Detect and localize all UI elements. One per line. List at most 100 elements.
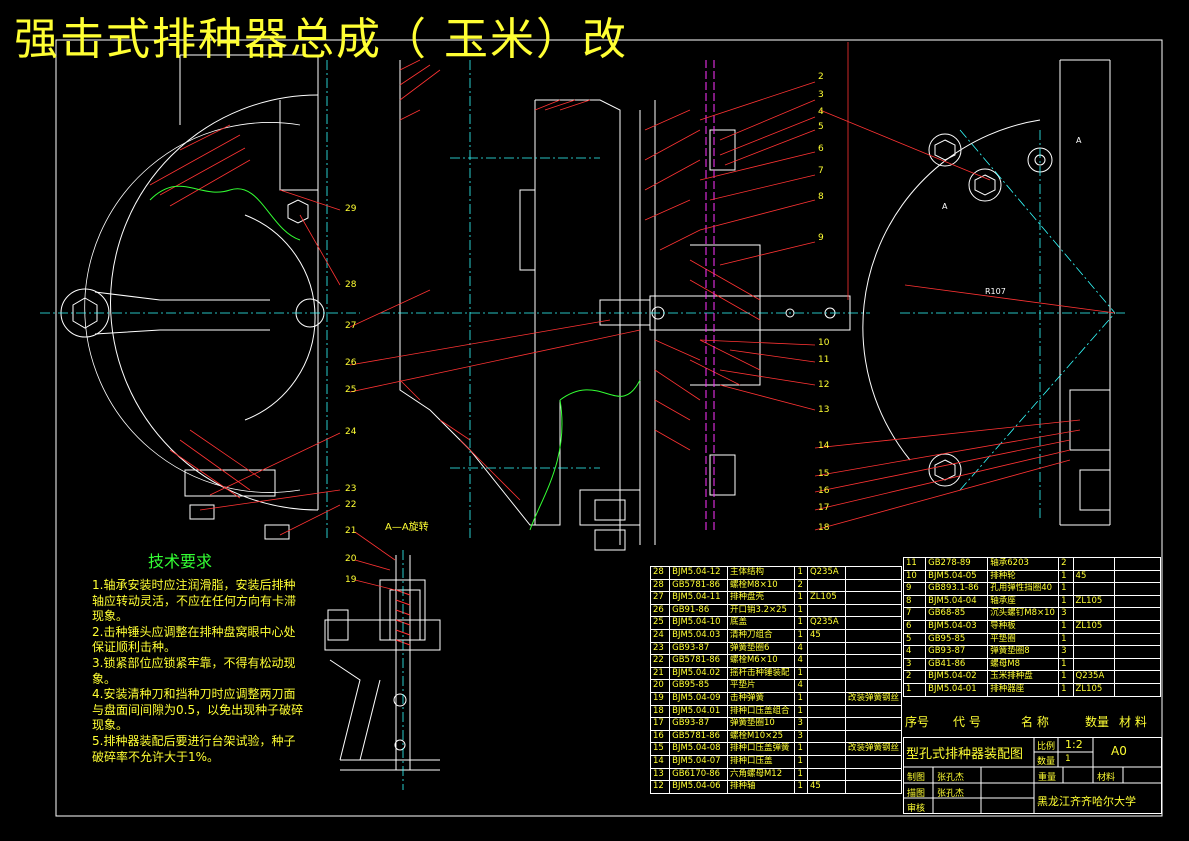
section-aa-label: A—A旋转 — [385, 522, 429, 533]
bom-cell: 3 — [1058, 607, 1074, 621]
bom-cell: BJM5.04-08 — [669, 742, 728, 756]
bom-cell: GB93-87 — [669, 641, 728, 656]
scale-value: 1:2 — [1065, 738, 1083, 751]
bom-cell — [806, 666, 846, 681]
bom-cell: BJM5.04-07 — [669, 754, 728, 769]
bom-cell — [844, 578, 903, 593]
bom-cell: BJM5.04-05 — [925, 569, 989, 584]
bom-cell — [1114, 632, 1161, 647]
bom-cell — [844, 717, 903, 731]
bom-cell: 12 — [649, 780, 671, 794]
bom-cell: ZL105 — [1072, 594, 1116, 609]
callout-26: 26 — [345, 358, 357, 368]
bom-cell — [844, 729, 903, 744]
review-label: 审核 — [907, 804, 926, 814]
bom-cell — [806, 729, 846, 744]
callout-11: 11 — [818, 355, 830, 365]
right-view — [862, 59, 1111, 526]
bom-cell: 1 — [794, 603, 808, 618]
center-view — [399, 60, 851, 551]
count-label: 数量 — [1037, 757, 1056, 767]
callout-10: 10 — [818, 338, 830, 348]
bom-cell — [1114, 657, 1161, 672]
bom-cell: GB41-86 — [925, 657, 989, 672]
bom-cell: 3 — [1058, 645, 1074, 659]
bom-cell: BJM5.04-06 — [669, 780, 728, 794]
bom-cell: 14 — [649, 754, 671, 769]
bom-cell: 排种口压盖弹簧 — [726, 742, 796, 756]
bom-cell — [844, 767, 903, 782]
bom-cell: GB278-89 — [925, 557, 989, 571]
callout-23: 23 — [345, 484, 357, 494]
callout-25: 25 — [345, 385, 357, 395]
center-break-line — [529, 379, 641, 531]
bom-cell — [1114, 682, 1161, 697]
bom-cell: 1 — [794, 767, 808, 782]
bom-cell: 1 — [794, 616, 808, 630]
title-block: 型孔式排种器装配图 比例 1:2 数量 1 A0 制图 张孔杰 重量 材料 描图… — [903, 737, 1161, 814]
drawn-name: 张孔杰 — [937, 773, 965, 783]
right-centerlines — [900, 129, 1125, 520]
bom-cell: 4 — [902, 645, 927, 659]
bom-cell: 导种板 — [987, 619, 1060, 634]
bom-cell — [806, 742, 846, 756]
bom-cell: 3 — [794, 717, 808, 731]
bom-cell: 1 — [1058, 569, 1074, 584]
bom-cell: GB5781-86 — [669, 729, 728, 744]
bom-cell: 轴承座 — [987, 594, 1060, 609]
bom-cell — [1114, 582, 1161, 596]
bom-cell — [1072, 557, 1116, 571]
school-name: 黑龙江齐齐哈尔大学 — [1037, 795, 1136, 808]
bom-cell: 排种盘壳 — [726, 591, 796, 605]
sheet-size: A0 — [1111, 744, 1127, 758]
bom-cell: GB91-86 — [669, 603, 728, 618]
bom-cell: 5 — [902, 632, 927, 647]
callout-6: 6 — [818, 144, 824, 154]
bom-cell: GB93-87 — [925, 645, 989, 659]
bom-cell: 1 — [1058, 657, 1074, 672]
draw2-label: 描图 — [907, 789, 926, 799]
bom-cell — [1114, 569, 1161, 584]
tech-item: 5.排种器装配后要进行台架试验，种子破碎率不允许大于1%。 — [92, 733, 296, 764]
bom-cell — [1114, 619, 1161, 634]
callout-18: 18 — [818, 523, 830, 533]
bom-cell: 沉头螺钉M8×10 — [987, 607, 1060, 621]
drawing-frame — [55, 39, 1163, 817]
bom-cell: 1 — [794, 754, 808, 769]
bom-cell: 1 — [1058, 670, 1074, 684]
bom-cell: 21 — [649, 666, 671, 681]
bom-header-material: 材 料 — [1119, 715, 1147, 729]
bom-cell — [1072, 582, 1116, 596]
callout-12: 12 — [818, 380, 830, 390]
callout-8: 8 — [818, 192, 824, 202]
callout-13: 13 — [818, 405, 830, 415]
bom-cell: 10 — [902, 569, 927, 584]
bom-cell: 22 — [649, 654, 671, 668]
bom-cell: BJM5.04-09 — [669, 691, 728, 706]
callout-20: 20 — [345, 554, 357, 564]
bom-cell: 20 — [649, 679, 671, 693]
bom-cell — [844, 654, 903, 668]
bom-cell: 平垫圈 — [987, 632, 1060, 647]
bom-cell: Q235A — [806, 566, 846, 580]
bom-cell: 18 — [649, 704, 671, 719]
bom-cell: 排种器座 — [987, 682, 1060, 697]
bom-cell — [806, 754, 846, 769]
bom-cell: 17 — [649, 717, 671, 731]
bom-cell: 螺母M8 — [987, 657, 1060, 672]
bom-cell: ZL105 — [1072, 682, 1116, 697]
scale-label: 比例 — [1037, 742, 1056, 752]
bom-cell — [806, 691, 846, 706]
bom-cell: BJM5.04-04 — [925, 594, 989, 609]
bom-cell: 1 — [1058, 682, 1074, 697]
tech-item: 1.轴承安装时应注润滑脂，安装后排种轴应转动灵活，不应在任何方向有卡滞现象。 — [92, 578, 297, 624]
